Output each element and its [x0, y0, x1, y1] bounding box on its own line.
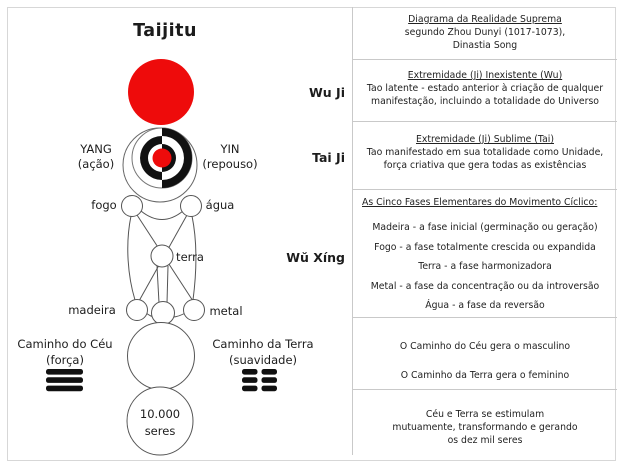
taiji-ring-right-inner	[162, 144, 176, 172]
panel-block-dez-mil: Céu e Terra se estimulam mutuamente, tra…	[353, 390, 617, 455]
terra-node	[150, 244, 174, 268]
metal-node	[183, 299, 205, 321]
earth-trigram-icon	[242, 369, 277, 392]
panel-heading: Extremidade (Ji) Inexistente (Wu)	[407, 70, 563, 81]
caminho-terra-label: Caminho da Terra	[212, 337, 314, 351]
wuxing-nodes	[121, 195, 205, 456]
panel-line: Céu e Terra se estimulam	[425, 409, 545, 420]
terra-label: terra	[176, 250, 204, 264]
metal-label: metal	[209, 304, 243, 318]
taiji-symbol	[131, 127, 193, 189]
trigrams	[46, 369, 277, 392]
panel-line: Tao latente - estado anterior à criação …	[366, 83, 604, 94]
dez-mil-seres-label-2: seres	[144, 424, 176, 438]
panel-block-wuxing: As Cinco Fases Elementares do Movimento …	[353, 190, 617, 318]
outer-frame	[7, 7, 616, 461]
panel-line: Tao manifestado em sua totalidade como U…	[366, 147, 604, 158]
caminho-ceu-label: Caminho do Céu	[17, 337, 113, 351]
fogo-node	[121, 195, 143, 217]
panel-line: os dez mil seres	[447, 435, 523, 446]
line-terra-center-left	[156, 265, 160, 304]
page-title: Taijitu	[133, 21, 197, 41]
wuji-red-circle	[128, 59, 194, 125]
heaven-trigram-icon	[46, 369, 83, 392]
panel-line: segundo Zhou Dunyi (1017-1073),	[404, 27, 566, 38]
panel-line: Água - a fase da reversão	[425, 300, 545, 311]
panel-lines: Madeira - a fase inicial (germinação ou …	[357, 218, 613, 316]
explanation-panel: Diagrama da Realidade Suprema segundo Zh…	[352, 7, 617, 455]
dez-mil-seres-circle	[126, 386, 194, 456]
madeira-label: madeira	[68, 303, 116, 317]
fogo-label: fogo	[91, 198, 117, 212]
panel-heading: Extremidade (Ji) Sublime (Tai)	[416, 134, 554, 145]
yin-label: YIN	[220, 142, 240, 156]
yang-label: YANG	[80, 142, 112, 156]
taiji-ring-left-middle	[140, 136, 162, 180]
stage-label-wuji: Wu Ji	[309, 85, 345, 100]
panel-line: Dinastia Song	[452, 40, 518, 51]
line-agua-metal	[191, 215, 197, 301]
panel-line: O Caminho da Terra gera o feminino	[400, 370, 570, 381]
caminho-terra-sub-label: (suavidade)	[228, 353, 298, 367]
yang-sub-label: (ação)	[77, 157, 115, 171]
panel-line: Terra - a fase harmonizadora	[418, 261, 552, 272]
wuxing-center-node	[151, 301, 175, 325]
panel-block-wuji: Extremidade (Ji) Inexistente (Wu) Tao la…	[353, 60, 617, 122]
taiji-red-center	[152, 148, 172, 168]
taiji-ring-right-outer	[162, 128, 192, 188]
line-terra-center-right	[166, 265, 169, 304]
panel-line: Metal - a fase da concentração ou da int…	[370, 280, 600, 292]
dez-mil-seres-label-1: 10.000	[139, 407, 181, 421]
agua-label: água	[205, 198, 235, 212]
agua-node	[180, 195, 202, 217]
madeira-node	[126, 299, 148, 321]
line-fogo-madeira	[127, 215, 136, 301]
panel-line: força criativa que gera todas as existên…	[383, 160, 587, 171]
wuji-symbol	[128, 59, 194, 125]
panel-block-caminhos: O Caminho do Céu gera o masculino O Cami…	[353, 318, 617, 390]
panel-block-taiji: Extremidade (Ji) Sublime (Tai) Tao manif…	[353, 122, 617, 190]
panel-block-title: Diagrama da Realidade Suprema segundo Zh…	[353, 7, 617, 60]
yin-sub-label: (repouso)	[202, 157, 258, 171]
panel-line: manifestação, incluindo a totalidade do …	[371, 96, 599, 107]
panel-line: Madeira - a fase inicial (germinação ou …	[372, 222, 598, 233]
caminho-circle	[127, 322, 195, 390]
line-fogo-agua-arc	[140, 210, 184, 220]
panel-line: O Caminho do Céu gera o masculino	[399, 341, 571, 352]
caminho-ceu-sub-label: (força)	[46, 353, 84, 367]
panel-heading: As Cinco Fases Elementares do Movimento …	[362, 197, 598, 208]
panel-line: Fogo - a fase totalmente crescida ou exp…	[374, 241, 596, 253]
panel-line: mutuamente, transformando e gerando	[392, 422, 578, 433]
stage-label-wuxing: Wŭ Xíng	[286, 250, 345, 265]
stage-label-taiji: Tai Ji	[312, 150, 345, 165]
panel-heading: Diagrama da Realidade Suprema	[408, 14, 562, 25]
